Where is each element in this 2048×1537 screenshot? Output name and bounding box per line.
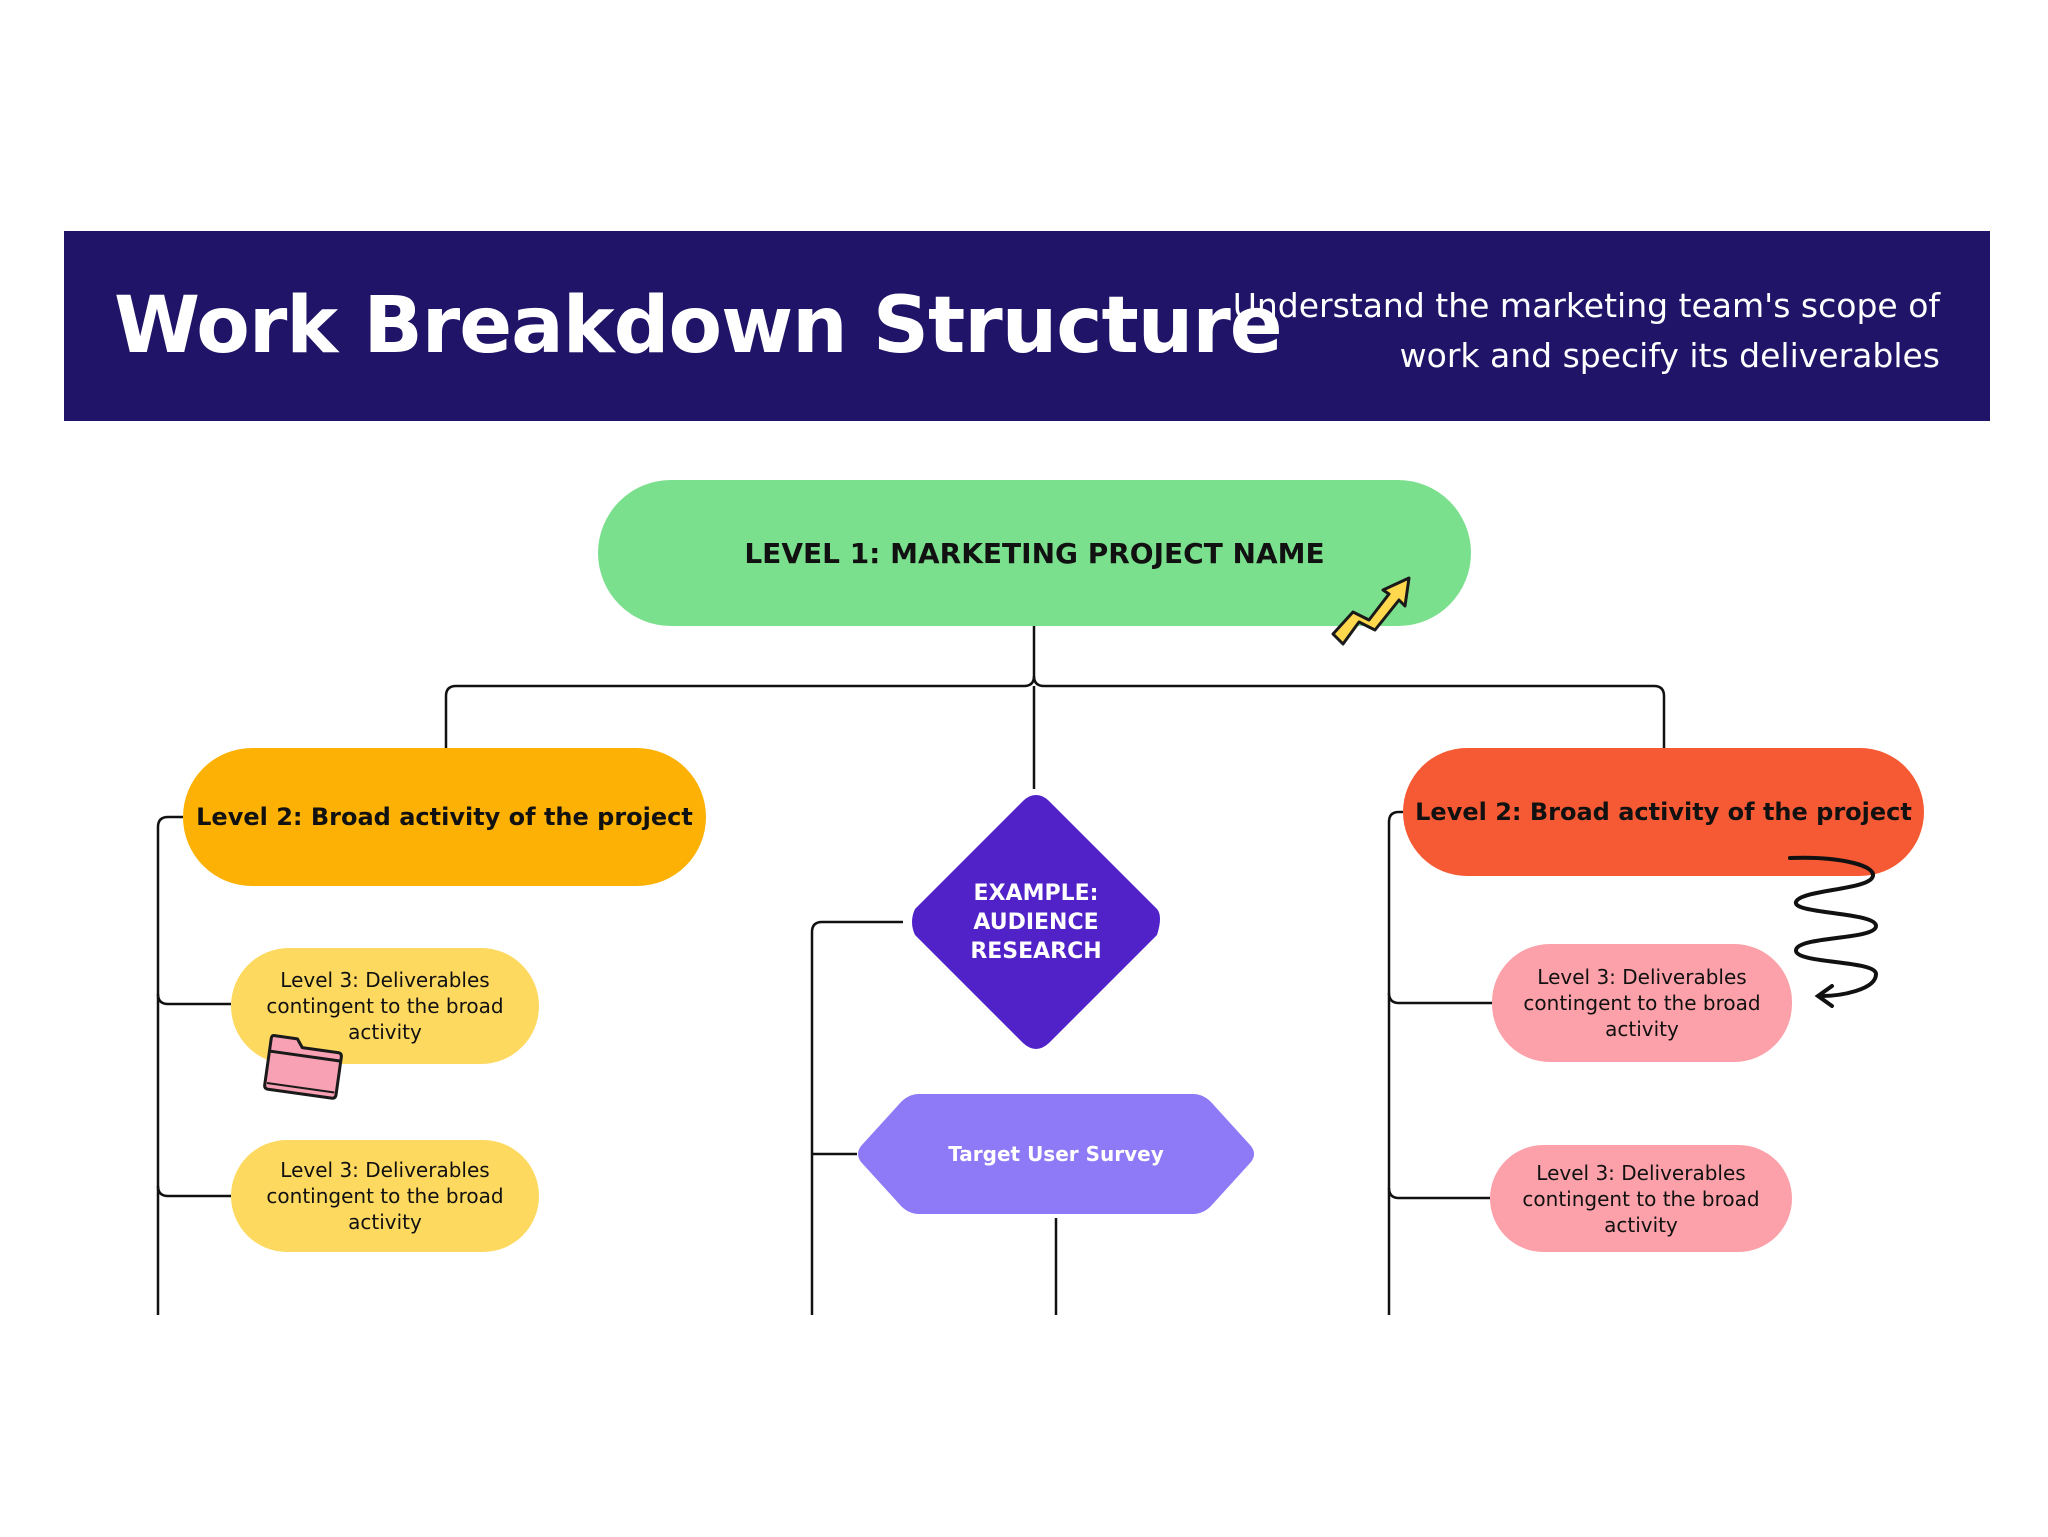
example-hexagon-node: Target User Survey (857, 1090, 1255, 1218)
connector-left-l3-2 (156, 1185, 231, 1198)
level3-label: Level 3: Deliverables contingent to the … (1523, 965, 1761, 1041)
header-banner: Work Breakdown Structure Understand the … (64, 231, 1990, 421)
level3-label: Level 3: Deliverables contingent to the … (266, 968, 504, 1044)
connector-right-l3-1 (1387, 992, 1492, 1005)
page-title: Work Breakdown Structure (114, 281, 1283, 371)
level2-node-left: Level 2: Broad activity of the project (183, 748, 706, 886)
level3-node-right-2: Level 3: Deliverables contingent to the … (1490, 1145, 1792, 1252)
rising-arrow-icon (1331, 576, 1411, 646)
example-child-label: Target User Survey (948, 1142, 1164, 1166)
folder-icon (263, 1033, 343, 1100)
example-diamond-node: EXAMPLE: AUDIENCE RESEARCH (903, 789, 1169, 1055)
connector-right-l3-2 (1387, 1187, 1490, 1200)
level1-label: LEVEL 1: MARKETING PROJECT NAME (744, 536, 1325, 570)
connector-left-trunk (156, 815, 183, 1315)
level2-label-right: Level 2: Broad activity of the project (1415, 798, 1912, 826)
page-subtitle: Understand the marketing team's scope of… (1232, 286, 1940, 375)
connector-l1-bus (444, 675, 1666, 748)
connector-right-trunk (1387, 810, 1403, 1315)
example-label: EXAMPLE: AUDIENCE RESEARCH (970, 880, 1102, 964)
level3-label: Level 3: Deliverables contingent to the … (1522, 1160, 1760, 1237)
level3-label: Level 3: Deliverables contingent to the … (266, 1158, 504, 1234)
level3-node-right-1: Level 3: Deliverables contingent to the … (1492, 944, 1792, 1062)
level3-node-left-2: Level 3: Deliverables contingent to the … (231, 1140, 539, 1252)
level2-node-right: Level 2: Broad activity of the project (1403, 748, 1924, 876)
connector-center-trunk (810, 920, 903, 1315)
level2-label-left: Level 2: Broad activity of the project (196, 803, 693, 831)
spiral-arrow-icon (1788, 855, 1879, 1008)
hexagon-shape (858, 1094, 1254, 1214)
level1-node: LEVEL 1: MARKETING PROJECT NAME (598, 480, 1471, 626)
connector-left-l3-1 (156, 993, 231, 1006)
diamond-shape (912, 795, 1160, 1049)
